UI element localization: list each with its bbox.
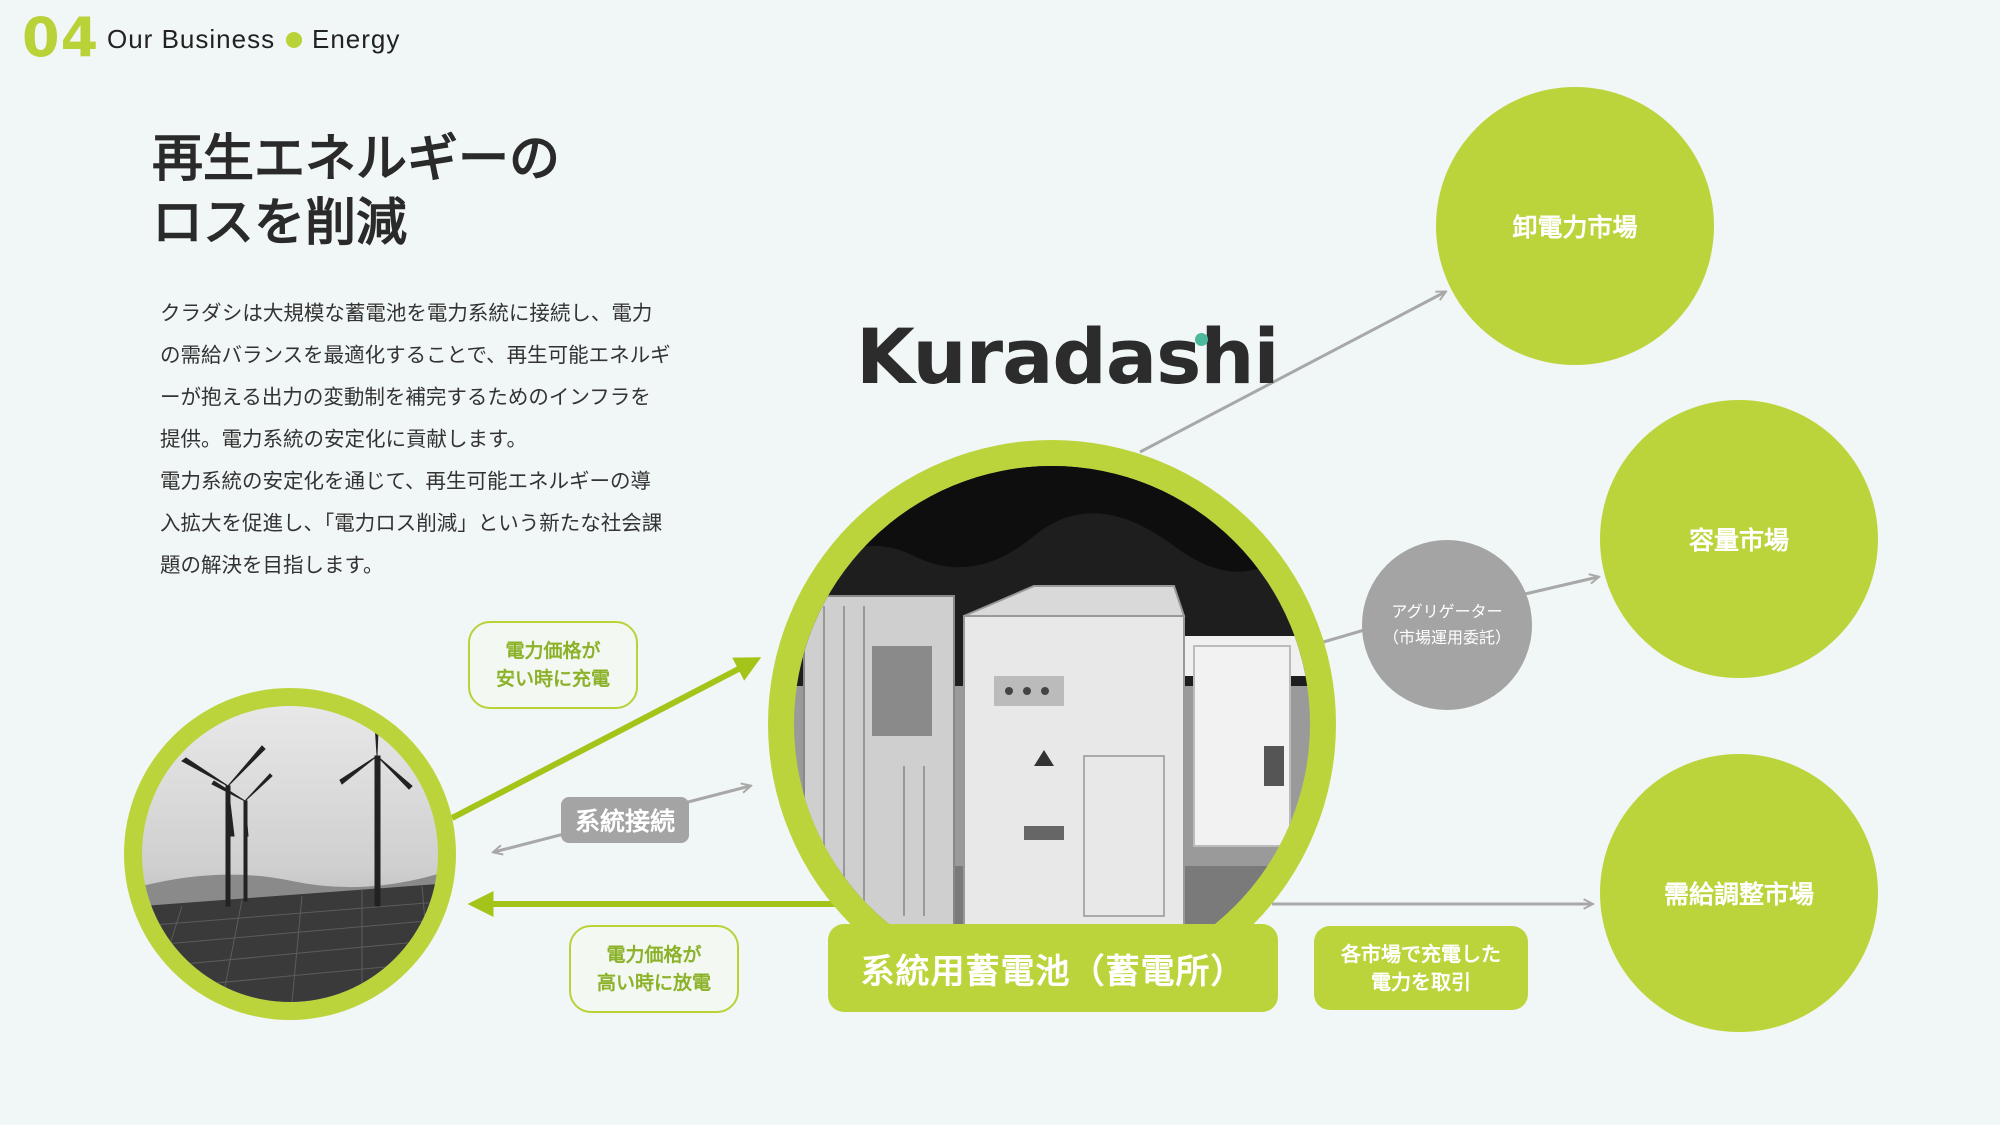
discharge-label-line: 高い時に放電 [596, 972, 711, 994]
capacity-market-circle: 容量市場 [1600, 400, 1878, 678]
section-label: Our Business [107, 24, 276, 54]
arrow-to-capacity [1524, 577, 1598, 596]
balancing-market-circle: 需給調整市場 [1600, 754, 1878, 1032]
discharge-label-line: 電力価格が [606, 944, 702, 966]
aggregator-line: アグリゲーター [1391, 602, 1503, 621]
section-separator-dot [286, 32, 302, 48]
body-line: クラダシは大規模な蓄電池を電力系統に接続し、電力 [160, 301, 653, 325]
subsection-label: Energy [312, 24, 401, 54]
aggregator-circle: アグリゲーター （市場運用委託） [1362, 540, 1532, 710]
discharge-label: 電力価格が 高い時に放電 [569, 925, 739, 1013]
page-title: 再生エネルギーの ロスを削減 [152, 128, 560, 256]
title-line-2: ロスを削減 [152, 194, 408, 253]
battery-station-label: 系統用蓄電池（蓄電所） [828, 924, 1278, 1012]
charge-label-line: 安い時に充電 [495, 668, 610, 690]
trade-label: 各市場で充電した 電力を取引 [1314, 926, 1528, 1010]
aggregator-line: （市場運用委託） [1382, 628, 1511, 647]
wind-solar-image [142, 706, 438, 1002]
title-line-1: 再生エネルギーの [152, 130, 561, 189]
trade-label-line: 各市場で充電した [1341, 942, 1501, 966]
body-line: 電力系統の安定化を通じて、再生可能エネルギーの導 [160, 469, 651, 493]
description-text: クラダシは大規模な蓄電池を電力系統に接続し、電力 の需給バランスを最適化すること… [160, 292, 700, 586]
battery-containers-image [794, 466, 1310, 982]
body-line: 提供。電力系統の安定化に貢献します。 [160, 427, 527, 451]
arrow-to-wholesale [1139, 292, 1445, 454]
body-line: 入拡大を促進し、「電力ロス削減」という新たな社会課 [160, 511, 663, 535]
charge-label: 電力価格が 安い時に充電 [468, 621, 638, 709]
renewable-energy-photo [124, 688, 456, 1020]
body-line: ーが抱える出力の変動制を補完するためのインフラを [160, 385, 651, 409]
wholesale-market-circle: 卸電力市場 [1436, 87, 1714, 365]
body-line: 題の解決を目指します。 [160, 553, 384, 577]
body-line: の需給バランスを最適化することで、再生可能エネルギ [160, 343, 671, 367]
kuradashi-logo: Kuradashi [856, 312, 1280, 401]
grid-connection-label: 系統接続 [561, 797, 689, 843]
logo-accent-dot [1195, 333, 1208, 346]
battery-station-photo [768, 440, 1336, 1008]
section-number: 04 [22, 6, 100, 69]
trade-label-line: 電力を取引 [1371, 970, 1471, 994]
charge-label-line: 電力価格が [505, 640, 601, 662]
